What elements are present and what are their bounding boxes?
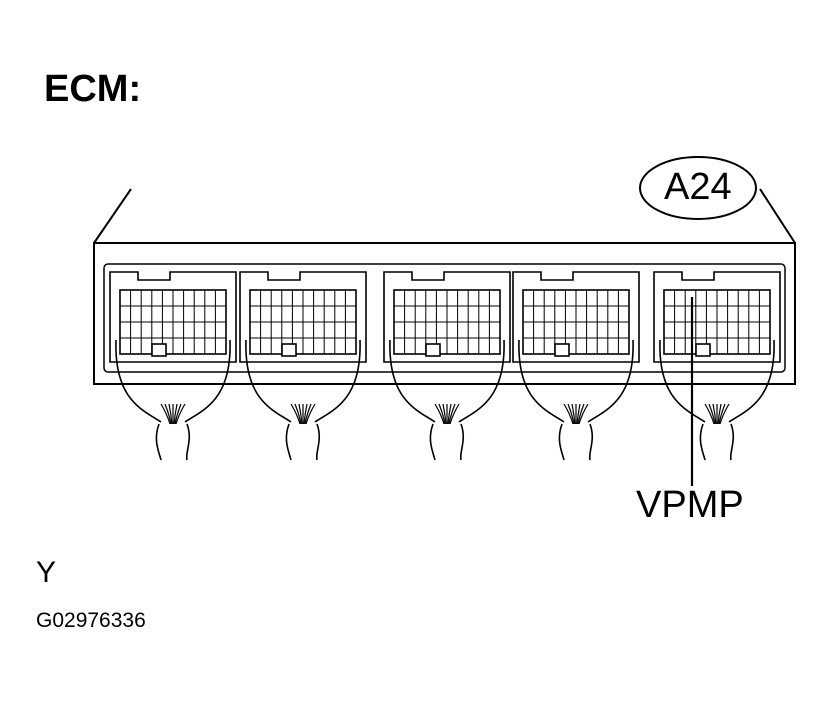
wire-strand	[718, 403, 726, 425]
connector-plug-5	[653, 271, 781, 461]
wire-strand	[298, 403, 303, 425]
wire-strand	[304, 403, 312, 425]
wire-bundle-outline	[389, 339, 505, 423]
wire-strand	[449, 403, 460, 425]
locking-tab	[425, 343, 441, 357]
ecm-housing	[93, 188, 796, 385]
wire-bundle-outline	[245, 339, 361, 423]
wire-strand	[174, 403, 182, 425]
wire-strand	[576, 403, 581, 425]
wire-harness-tail	[699, 423, 735, 461]
connector-plug-3	[383, 271, 511, 461]
wire-strand	[717, 403, 722, 425]
wire-strand	[442, 403, 447, 425]
wire-strand	[303, 403, 308, 425]
connector-plug-2	[239, 271, 367, 461]
wire-harness-tail	[429, 423, 465, 461]
wire-strand	[305, 403, 316, 425]
wire-strand	[173, 403, 178, 425]
plug-shell	[383, 271, 511, 363]
wire-strand	[578, 403, 589, 425]
plug-shell	[653, 271, 781, 363]
connector-plug-4	[512, 271, 640, 461]
connector-id-label: A24	[664, 166, 732, 208]
plug-shell	[109, 271, 237, 363]
locking-tab	[554, 343, 570, 357]
wire-strand	[708, 403, 716, 425]
locking-tab	[281, 343, 297, 357]
wire-harness-tail	[155, 423, 191, 461]
wire-bundle-outline	[659, 339, 775, 423]
wire-strand	[294, 403, 302, 425]
wire-strand	[577, 403, 585, 425]
wire-color-label: Y	[36, 556, 57, 589]
component-title: ECM:	[44, 68, 142, 110]
wire-strand	[448, 403, 456, 425]
wire-strand	[175, 403, 186, 425]
pin-label: VPMP	[636, 484, 744, 526]
plug-shell	[239, 271, 367, 363]
wire-bundle-outline	[115, 339, 231, 423]
connector-plugs	[109, 271, 781, 461]
wire-strand	[164, 403, 172, 425]
wire-strand	[704, 403, 715, 425]
wire-strand	[290, 403, 301, 425]
wire-strand	[447, 403, 452, 425]
plug-shell	[512, 271, 640, 363]
wire-strand	[168, 403, 173, 425]
wire-strand	[160, 403, 171, 425]
wire-bundle-outline	[518, 339, 634, 423]
connector-plug-1	[109, 271, 237, 461]
locking-tab	[151, 343, 167, 357]
figure-code: G02976336	[36, 609, 146, 632]
wire-strand	[438, 403, 446, 425]
wire-strand	[719, 403, 730, 425]
wire-strand	[434, 403, 445, 425]
connector-id-bubble	[639, 156, 757, 220]
wire-strand	[712, 403, 717, 425]
wire-strand	[571, 403, 576, 425]
wire-harness-tail	[558, 423, 594, 461]
wire-strand	[563, 403, 574, 425]
locking-tab	[695, 343, 711, 357]
wire-harness-tail	[285, 423, 321, 461]
wire-strand	[567, 403, 575, 425]
